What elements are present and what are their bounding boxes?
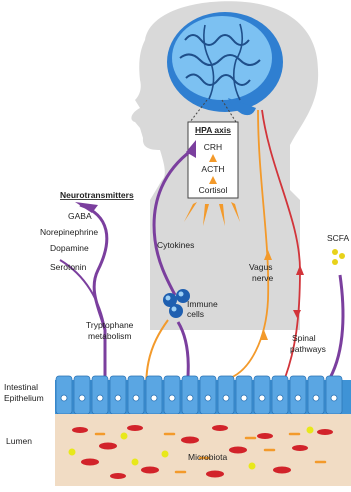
spinal-label-1: Spinal: [292, 333, 316, 343]
neurotransmitter-dopamine: Dopamine: [50, 243, 89, 253]
epithelium-label-2: Epithelium: [4, 393, 44, 403]
hpa-axis-box: HPA axis CRH ACTH Cortisol: [188, 122, 238, 198]
intestinal-epithelium: [55, 376, 351, 414]
lumen-label: Lumen: [6, 436, 32, 446]
hpa-title: HPA axis: [195, 125, 231, 135]
microbiota-label: Microbiota: [188, 452, 227, 462]
neurotransmitter-serotonin: Serotonin: [50, 262, 87, 272]
neurotransmitters-title: Neurotransmitters: [60, 190, 134, 200]
vagus-label-2: nerve: [252, 273, 274, 283]
hpa-crh: CRH: [204, 142, 222, 152]
spinal-label-2: pathways: [290, 344, 326, 354]
hpa-cortisol: Cortisol: [199, 185, 228, 195]
scfa-pathway: [330, 275, 343, 378]
epithelium-label-1: Intestinal: [4, 382, 38, 392]
immune-label-1: Immune: [187, 299, 218, 309]
scfa-dots: [332, 249, 345, 265]
lumen-area: [55, 414, 351, 486]
scfa-label: SCFA: [327, 233, 350, 243]
hpa-acth: ACTH: [201, 164, 224, 174]
vagus-label-1: Vagus: [249, 262, 272, 272]
neurotransmitter-gaba: GABA: [68, 211, 92, 221]
neurotransmitter-norepinephrine: Norepinephrine: [40, 227, 98, 237]
tryptophane-label-1: Tryptophane: [86, 320, 134, 330]
tryptophane-label-2: metabolism: [88, 331, 131, 341]
immune-label-2: cells: [187, 309, 204, 319]
cytokines-label: Cytokines: [157, 240, 194, 250]
